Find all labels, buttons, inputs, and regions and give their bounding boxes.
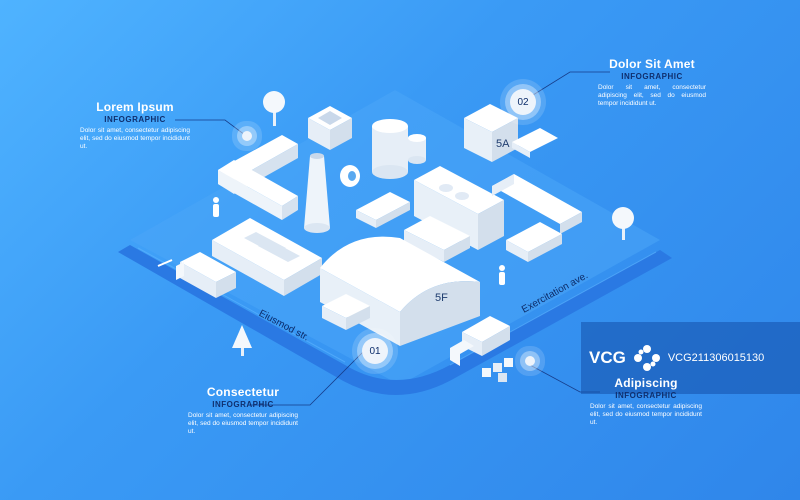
callout-title: Dolor Sit Amet xyxy=(609,57,695,71)
location-marker[interactable] xyxy=(242,131,252,141)
truck-icon xyxy=(450,316,510,366)
watermark-flower-icon xyxy=(633,345,660,371)
callout-subtitle: INFOGRAPHIC xyxy=(104,115,166,124)
tree-icon xyxy=(263,91,285,126)
watermark-id: VCG211306015130 xyxy=(667,352,765,364)
person-icon xyxy=(213,197,219,217)
marker-01[interactable]: 01 xyxy=(362,338,388,364)
callout-subtitle: INFOGRAPHIC xyxy=(212,400,274,409)
cargo-boxes xyxy=(482,358,513,382)
person-icon xyxy=(499,265,505,285)
callout-subtitle: INFOGRAPHIC xyxy=(621,72,683,81)
callout-subtitle: INFOGRAPHIC xyxy=(615,391,677,400)
callout-top-right: Dolor Sit Amet INFOGRAPHIC Dolor sit ame… xyxy=(598,57,706,108)
callout-description: Dolor sit amet, consectetur adipiscing e… xyxy=(188,412,298,435)
lamp-post xyxy=(157,259,173,267)
location-marker[interactable] xyxy=(525,356,535,366)
building-label-5f: 5F xyxy=(435,292,448,304)
callout-description: Dolor sit amet, consectetur adipiscing e… xyxy=(80,127,190,150)
building-ribbed xyxy=(212,218,322,296)
ring-sculpture xyxy=(340,165,360,187)
callout-bottom-left: Consectetur INFOGRAPHIC Dolor sit amet, … xyxy=(188,385,298,436)
truck-icon xyxy=(176,252,236,298)
callout-title: Consectetur xyxy=(206,385,280,399)
building-5a xyxy=(464,104,558,162)
tree-icon xyxy=(232,325,252,356)
small-cylinder xyxy=(408,134,426,164)
cylinder-tank xyxy=(372,119,408,179)
building-5f-warehouse xyxy=(320,236,480,346)
building-hollow-box xyxy=(308,106,352,150)
building-l-shape xyxy=(218,135,298,220)
building-label-5a: 5A xyxy=(496,138,510,150)
callout-title: Lorem Ipsum xyxy=(96,100,174,114)
building-slab xyxy=(356,192,410,228)
marker-02[interactable]: 02 xyxy=(510,89,536,115)
tree-icon xyxy=(612,207,634,240)
callout-description: Dolor sit amet, consectetur adipiscing e… xyxy=(598,84,706,107)
chimney xyxy=(304,153,330,233)
callout-description: Dolor sit amet, consectetur adipiscing e… xyxy=(590,403,702,426)
callout-top-left: Lorem Ipsum INFOGRAPHIC Dolor sit amet, … xyxy=(80,100,190,151)
building-l-right xyxy=(492,174,582,262)
watermark-logo: VCG xyxy=(589,348,626,367)
callout-bottom-right: Adipiscing INFOGRAPHIC Dolor sit amet, c… xyxy=(590,376,702,427)
building-factory xyxy=(404,166,504,262)
callout-title: Adipiscing xyxy=(614,376,678,390)
watermark: VCG VCG211306015130 xyxy=(581,322,800,394)
